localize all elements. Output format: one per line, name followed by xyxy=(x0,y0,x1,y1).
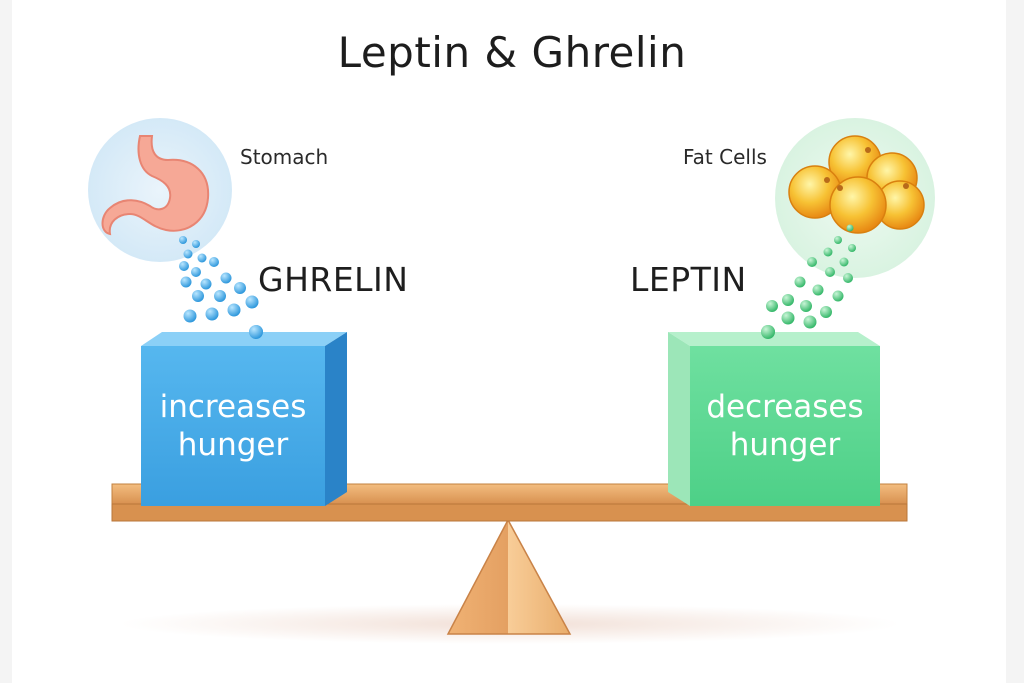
ghrelin-effect-box xyxy=(141,325,347,506)
fat-cells-icon xyxy=(775,118,935,278)
leptin-effect-line2: hunger xyxy=(729,427,841,463)
leptin-effect-box xyxy=(668,325,880,506)
ghrelin-effect-line1: increases xyxy=(159,389,307,425)
ghrelin-effect-line2: hunger xyxy=(177,427,289,463)
leptin-effect-line1: decreases xyxy=(706,389,864,425)
stomach-icon xyxy=(88,118,232,262)
ghrelin-effect-text: increases hunger xyxy=(141,388,325,464)
leptin-droplets xyxy=(761,224,856,339)
balance-scale-fulcrum xyxy=(446,518,572,635)
ghrelin-droplets xyxy=(179,236,263,339)
leptin-label: LEPTIN xyxy=(630,260,747,299)
stomach-label: Stomach xyxy=(240,145,329,169)
ghrelin-label: GHRELIN xyxy=(258,260,409,299)
page-title: Leptin & Ghrelin xyxy=(337,28,687,77)
fat-cells-label: Fat Cells xyxy=(683,145,767,169)
leptin-effect-text: decreases hunger xyxy=(690,388,880,464)
